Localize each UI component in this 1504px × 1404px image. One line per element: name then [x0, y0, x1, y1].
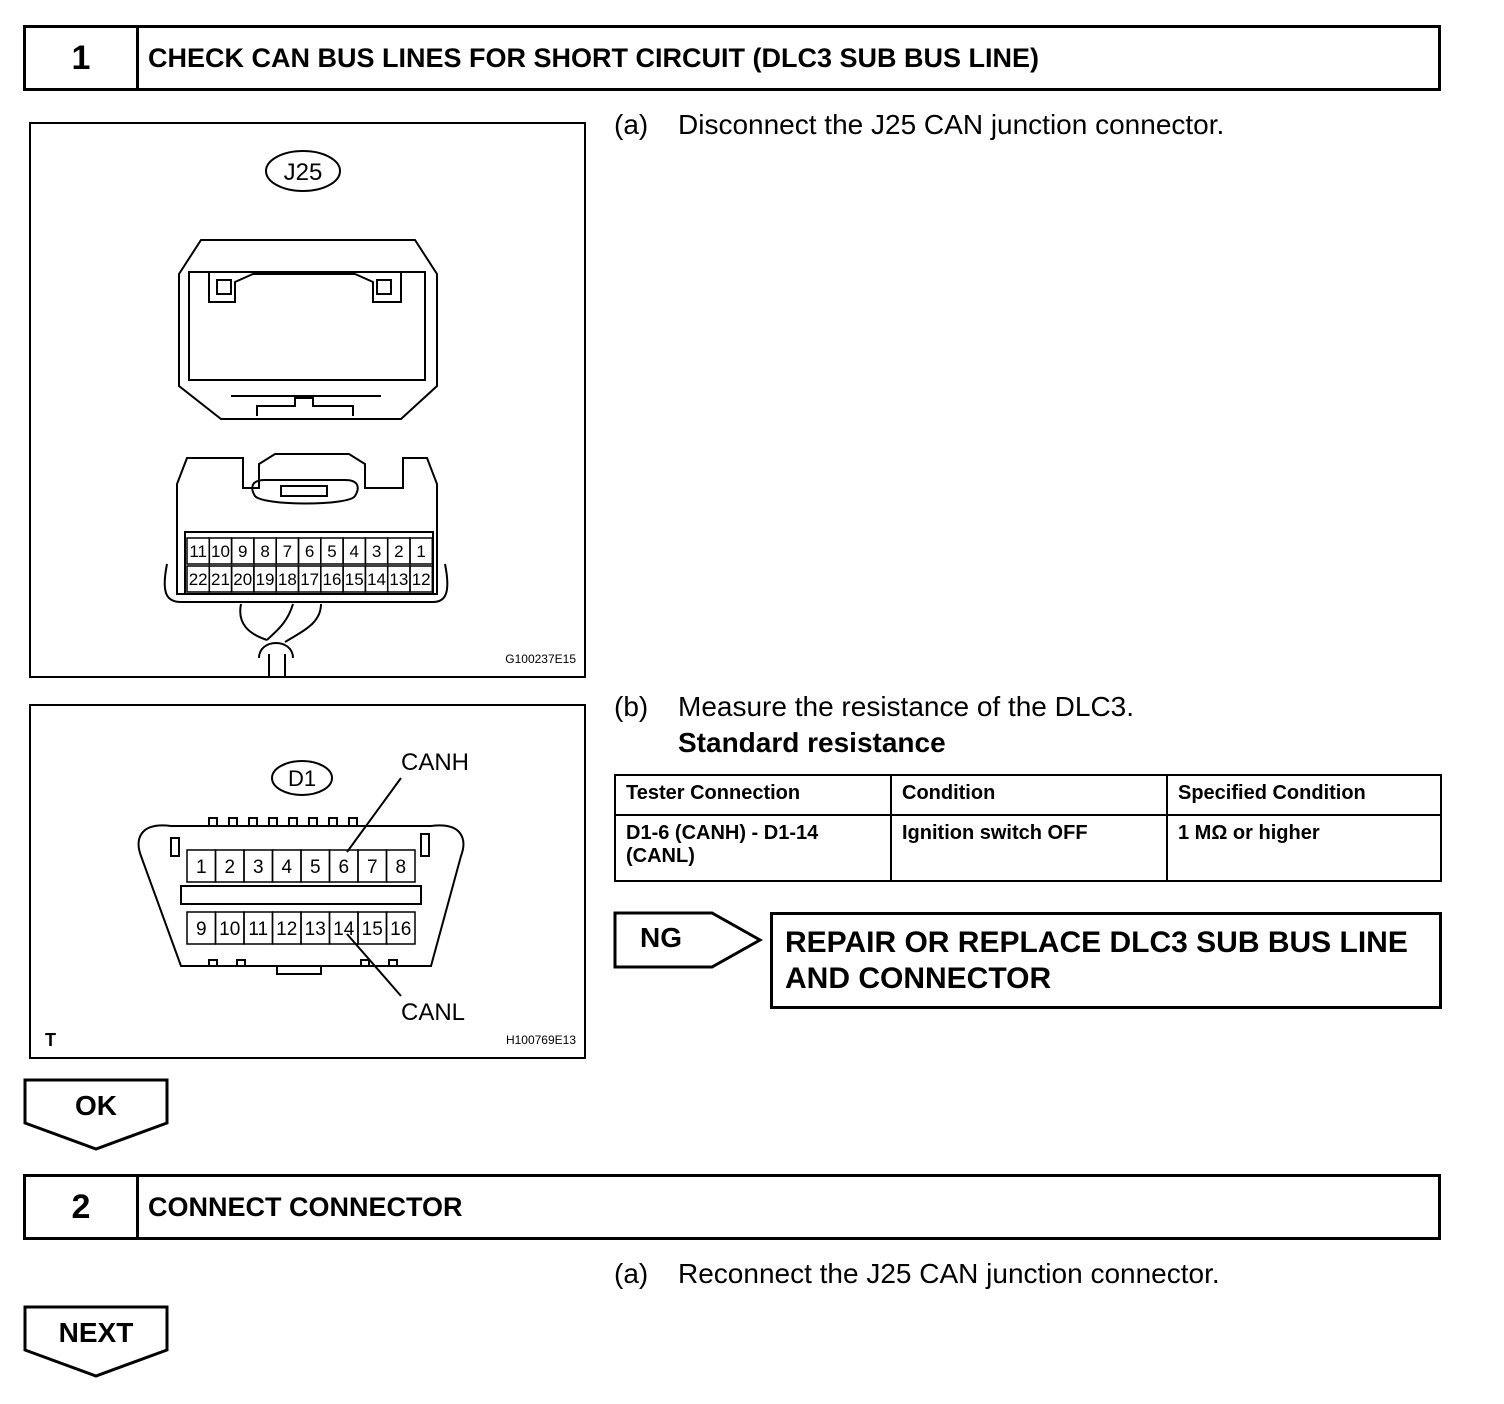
- next-arrow: [23, 1305, 169, 1378]
- pin-cell: [385, 849, 416, 883]
- pin-number: 5: [310, 857, 321, 878]
- step1-title: CHECK CAN BUS LINES FOR SHORT CIRCUIT (D…: [148, 42, 1040, 73]
- table-cell: 1 MΩ or higher: [1166, 814, 1442, 882]
- step1-instruction-b-label: (b): [614, 691, 649, 722]
- pin-number: 4: [281, 857, 292, 878]
- step2-instruction-a: (a) Reconnect the J25 CAN junction connec…: [614, 1258, 1220, 1290]
- ng-action-line1: REPAIR OR REPLACE DLC3 SUB BUS LINE: [785, 926, 1408, 959]
- ng-action-box: REPAIR OR REPLACE DLC3 SUB BUS LINE AND …: [770, 912, 1442, 1009]
- ok-label: OK: [75, 1090, 117, 1121]
- pin-number: 20: [233, 570, 252, 589]
- pin-number: 1: [196, 857, 207, 878]
- pin-number: 21: [211, 570, 230, 589]
- pin-number: 3: [253, 857, 264, 878]
- pin-number: 15: [362, 919, 383, 940]
- pin-number: 8: [395, 857, 406, 878]
- ok-arrow: [23, 1078, 169, 1151]
- pin-number: 16: [390, 919, 411, 940]
- ng-arrow: [613, 911, 764, 969]
- step2-title: CONNECT CONNECTOR: [148, 1191, 463, 1222]
- ng-label: NG: [640, 922, 682, 953]
- step2-header: 2 CONNECT CONNECTOR: [23, 1174, 1441, 1240]
- table-header-cell: Tester Connection: [614, 774, 892, 816]
- pin-number: 10: [211, 542, 230, 561]
- standard-resistance-heading: Standard resistance: [678, 727, 946, 758]
- figure-j25-code: G100237E15: [505, 652, 576, 666]
- pin-number: 9: [196, 919, 207, 940]
- table-header-cell: Specified Condition: [1166, 774, 1442, 816]
- pin-number: 7: [367, 857, 378, 878]
- pin-number: 12: [276, 919, 297, 940]
- pin-number: 8: [260, 542, 269, 561]
- step1-instruction-a-text: Disconnect the J25 CAN junction connecto…: [678, 109, 1225, 140]
- pin-number: 5: [327, 542, 336, 561]
- spec-table: Tester Connection Condition Specified Co…: [614, 774, 1442, 882]
- pin-number: 14: [367, 570, 386, 589]
- pin-number: 19: [256, 570, 275, 589]
- pin-number: 2: [394, 542, 403, 561]
- pin-number: 7: [283, 542, 292, 561]
- pin-number: 1: [416, 542, 425, 561]
- step2-instruction-a-text: Reconnect the J25 CAN junction connector…: [678, 1258, 1220, 1289]
- canh-label: CANH: [401, 749, 469, 776]
- pin-number: 3: [372, 542, 381, 561]
- step1-header: 1 CHECK CAN BUS LINES FOR SHORT CIRCUIT …: [23, 25, 1441, 91]
- pin-number: 4: [350, 542, 359, 561]
- step1-instruction-b-text: Measure the resistance of the DLC3.: [678, 691, 1135, 722]
- pin-cell: [409, 537, 434, 565]
- pin-number: 6: [338, 857, 349, 878]
- ng-action-line2: AND CONNECTOR: [785, 962, 1052, 995]
- pin-number: 15: [345, 570, 364, 589]
- pin-number: 9: [238, 542, 247, 561]
- pin-number: 22: [189, 570, 208, 589]
- next-label: NEXT: [58, 1317, 134, 1348]
- canl-label: CANL: [401, 999, 465, 1026]
- pin-number: 14: [333, 919, 355, 940]
- step1-instruction-a-label: (a): [614, 109, 649, 140]
- pin-number: 2: [224, 857, 235, 878]
- pin-number: 12: [412, 570, 431, 589]
- pin-number: 16: [322, 570, 341, 589]
- pin-cell: [385, 911, 416, 945]
- pin-number: 10: [219, 919, 240, 940]
- step1-number: 1: [26, 28, 139, 88]
- pin-number: 13: [389, 570, 408, 589]
- table-cell: D1-6 (CANH) - D1-14 (CANL): [614, 814, 892, 882]
- pin-cell: [409, 565, 434, 593]
- step2-instruction-a-label: (a): [614, 1258, 649, 1289]
- pin-number: 13: [305, 919, 326, 940]
- pin-number: 17: [300, 570, 319, 589]
- table-cell: Ignition switch OFF: [890, 814, 1168, 882]
- figure-d1-code: H100769E13: [505, 1033, 576, 1047]
- pin-number: 18: [278, 570, 297, 589]
- pin-number: 6: [305, 542, 314, 561]
- table-header-row: Tester Connection Condition Specified Co…: [614, 774, 1442, 816]
- table-row: D1-6 (CANH) - D1-14 (CANL) Ignition swit…: [614, 814, 1442, 882]
- figure-d1-corner-mark: T: [45, 1030, 56, 1050]
- step1-instruction-b: (b) Measure the resistance of the DLC3.: [614, 691, 1134, 723]
- d1-label: D1: [288, 766, 316, 791]
- pin-number: 11: [248, 919, 268, 940]
- step2-number: 2: [26, 1177, 139, 1237]
- table-cell-text: D1-6 (CANH) - D1-14 (CANL): [626, 822, 819, 867]
- step1-instruction-a: (a) Disconnect the J25 CAN junction conne…: [614, 109, 1224, 141]
- pin-number: 11: [189, 542, 207, 561]
- j25-label: J25: [284, 159, 323, 186]
- table-header-cell: Condition: [890, 774, 1168, 816]
